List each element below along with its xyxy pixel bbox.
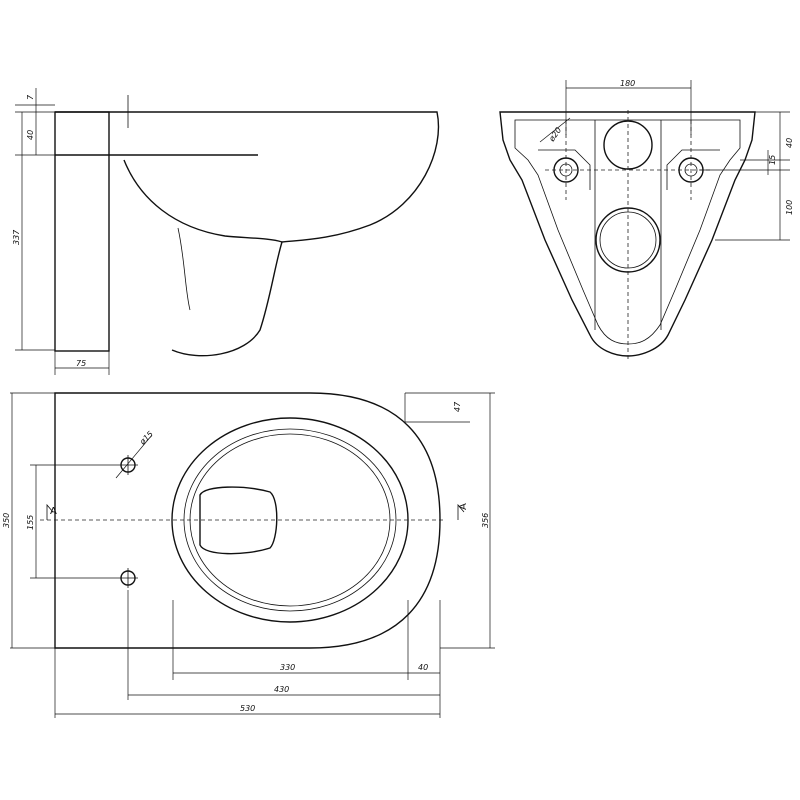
side-view: 7 40 337 75 — [12, 88, 440, 375]
dim-total-width-right: 356 — [481, 513, 490, 528]
plan-drain — [199, 486, 278, 555]
dim-top-small: 7 — [26, 94, 35, 100]
dim-total-width-left: 350 — [2, 513, 11, 528]
dim-depth: 75 — [76, 359, 86, 368]
dim-plan-bolt-diameter: ø15 — [137, 429, 155, 447]
dim-bowl-length: 330 — [280, 663, 295, 672]
dim-rim-offset: 47 — [453, 401, 462, 412]
dim-lip: 40 — [26, 130, 35, 140]
dim-total-length: 530 — [240, 704, 255, 713]
side-bowl-outline — [55, 111, 440, 357]
dim-height: 337 — [12, 229, 21, 245]
dim-small-offset: 15 — [768, 155, 777, 165]
plan-view: A A 350 155 ø15 47 356 330 40 430 530 — [2, 392, 495, 718]
front-inner-outline — [514, 119, 741, 345]
dim-plan-bolt-spacing: 155 — [26, 515, 35, 530]
side-bowl-inner — [123, 159, 283, 243]
front-view: 180 ø20 40 15 100 — [499, 79, 794, 360]
dim-rim-to-bolt: 430 — [274, 685, 289, 694]
dim-bolt-spacing: 180 — [620, 79, 635, 88]
section-mark-right: A — [458, 503, 469, 510]
front-channel — [594, 120, 662, 330]
dim-bolt-height: 40 — [785, 138, 794, 148]
dim-bolt-diameter: ø20 — [547, 126, 564, 144]
front-outline — [499, 111, 756, 357]
dim-front-offset: 40 — [418, 663, 428, 672]
plan-outline — [54, 392, 441, 649]
wall-bracket — [54, 111, 110, 352]
dim-outlet-height: 100 — [785, 200, 794, 215]
side-trap-line — [177, 227, 191, 311]
section-mark-left: A — [50, 506, 57, 517]
